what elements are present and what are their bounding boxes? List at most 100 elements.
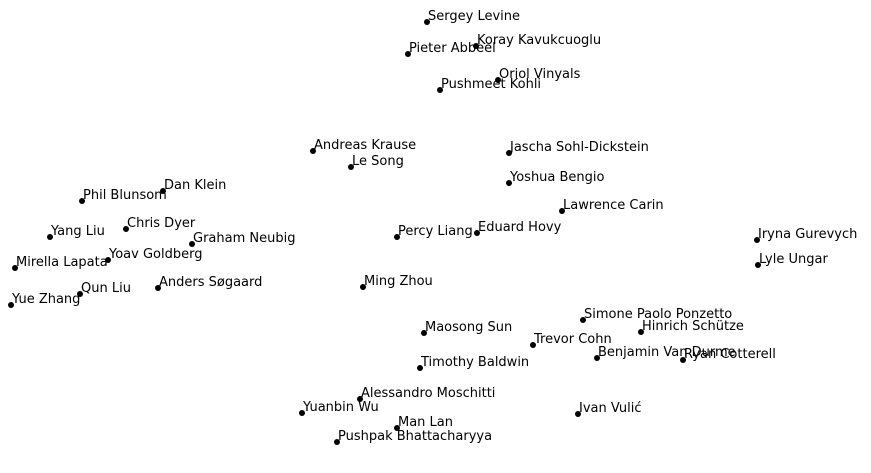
data-point-label: Timothy Baldwin [420,355,529,370]
data-point [334,439,340,445]
data-point [417,365,423,371]
data-point [394,425,400,431]
data-point [474,230,480,236]
data-point-label: Maosong Sun [425,320,512,335]
data-point [189,241,195,247]
data-point [754,237,760,243]
data-point-label: Lawrence Carin [563,198,664,213]
data-point-group: Eduard Hovy [474,220,562,236]
data-point-label: Yuanbin Wu [302,400,379,415]
data-point-group: Alessandro Moschitti [357,386,495,402]
data-point-label: Graham Neubig [193,231,295,246]
data-point-label: Alessandro Moschitti [361,386,495,401]
data-point-group: Koray Kavukcuoglu [473,33,601,49]
data-point-label: Anders Søgaard [159,275,262,290]
data-point-label: Jascha Sohl-Dickstein [509,140,649,155]
data-point-group: Phil Blunsom [79,188,167,204]
data-point-label: Sergey Levine [428,9,520,24]
data-point-group: Simone Paolo Ponzetto [580,307,732,323]
data-point-group: Yoshua Bengio [506,170,605,186]
data-point-group: Benjamin Van Durme [594,345,736,361]
data-point-group: Yue Zhang [8,292,80,308]
data-point [575,411,581,417]
data-point-label: Lyle Ungar [759,252,828,267]
data-point [299,410,305,416]
data-point [348,164,354,170]
data-point-label: Ming Zhou [364,274,433,289]
data-point-label: Qun Liu [81,281,131,296]
data-point-group: Yoav Goldberg [105,247,202,263]
data-point-group: Ivan Vulić [575,401,642,417]
data-point-label: Ivan Vulić [579,401,642,416]
data-point-label: Pieter Abbeel [409,41,496,56]
data-point-label: Pushpak Bhattacharyya [338,429,492,444]
data-point-label: Yoshua Bengio [509,170,605,185]
data-point-label: Yoav Goldberg [108,247,202,262]
data-point-group: Oriol Vinyals [495,67,581,83]
data-point [594,355,600,361]
data-point [473,43,479,49]
data-point-label: Mirella Lapata [16,255,108,270]
data-point-group: Sergey Levine [424,9,520,25]
data-point-label: Man Lan [398,415,453,430]
data-point-group: Percy Liang [394,224,473,240]
data-point [357,396,363,402]
data-point [495,77,501,83]
data-point [530,342,536,348]
data-point-group: Timothy Baldwin [417,355,529,371]
data-point [559,208,565,214]
data-point-label: Iryna Gurevych [758,227,857,242]
data-point [580,317,586,323]
data-point [638,329,644,335]
data-point-label: Le Song [352,154,404,169]
data-point [680,357,686,363]
data-point-group: Andreas Krause [310,138,416,154]
data-point-label: Ryan Cotterell [684,347,776,362]
data-point-group: Ming Zhou [360,274,433,290]
data-point-label: Oriol Vinyals [499,67,581,82]
data-point [394,234,400,240]
data-point-label: Trevor Cohn [533,332,612,347]
data-point [506,150,512,156]
data-point [77,291,83,297]
data-point-group: Hinrich Schütze [638,319,744,335]
data-point [47,234,53,240]
data-point-group: Jascha Sohl-Dickstein [506,140,649,156]
data-point [755,262,761,268]
data-point-label: Chris Dyer [127,216,196,231]
data-point-group: Graham Neubig [189,231,295,247]
data-point [437,87,443,93]
data-point [160,188,166,194]
data-point [155,285,161,291]
data-point-group: Qun Liu [77,281,131,297]
data-point-group: Pieter Abbeel [405,41,496,57]
data-point-group: Lawrence Carin [559,198,664,214]
data-point [123,226,129,232]
data-point-label: Yang Liu [50,224,105,239]
data-point-label: Dan Klein [164,178,226,193]
data-point-group: Trevor Cohn [530,332,612,348]
data-point-group: Pushpak Bhattacharyya [334,429,492,445]
data-point-group: Pushmeet Kohli [437,77,541,93]
data-point [421,330,427,336]
data-point-group: Yang Liu [47,224,105,240]
data-point [105,257,111,263]
data-point-label: Yue Zhang [11,292,80,307]
data-point-group: Lyle Ungar [755,252,828,268]
data-point-group: Mirella Lapata [12,255,108,271]
data-point [360,284,366,290]
data-point-label: Hinrich Schütze [642,319,744,334]
data-point [79,198,85,204]
data-point-group: Yuanbin Wu [299,400,379,416]
data-point-label: Andreas Krause [314,138,416,153]
data-point-group: Dan Klein [160,178,226,194]
data-point-group: Ryan Cotterell [680,347,776,363]
data-point [310,148,316,154]
data-point [12,265,18,271]
data-point-label: Simone Paolo Ponzetto [584,307,732,322]
data-point [424,19,430,25]
data-point-label: Eduard Hovy [478,220,562,235]
data-point-label: Koray Kavukcuoglu [477,33,601,48]
